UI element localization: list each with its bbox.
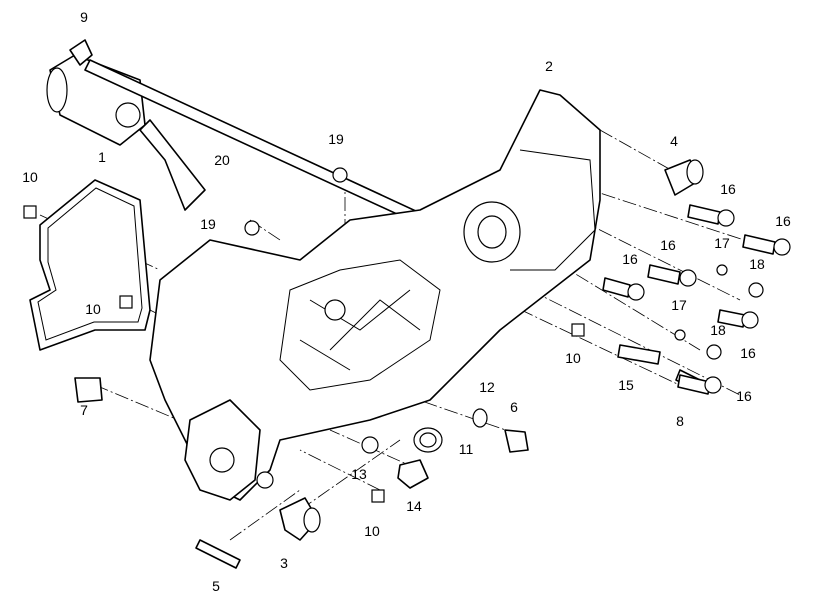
- callout-18: 18: [710, 322, 726, 338]
- callout-17: 17: [671, 297, 687, 313]
- callout-18: 18: [749, 256, 765, 272]
- callout-12: 12: [479, 379, 495, 395]
- callout-14: 14: [406, 498, 422, 514]
- callout-9: 9: [80, 9, 88, 25]
- callout-19: 19: [328, 131, 344, 147]
- callout-3: 3: [280, 555, 288, 571]
- callout-16: 16: [660, 237, 676, 253]
- callout-10: 10: [565, 350, 581, 366]
- callout-13: 13: [351, 466, 367, 482]
- callout-10: 10: [85, 301, 101, 317]
- callout-20: 20: [214, 152, 230, 168]
- callout-8: 8: [676, 413, 684, 429]
- callout-11: 11: [458, 441, 474, 457]
- crankcase: [149, 89, 601, 501]
- callout-17: 17: [714, 235, 730, 251]
- callout-6: 6: [510, 399, 518, 415]
- callout-16: 16: [720, 181, 736, 197]
- bracket: [139, 119, 206, 211]
- callout-1: 1: [98, 149, 106, 165]
- callout-16: 16: [622, 251, 638, 267]
- callout-16: 16: [740, 345, 756, 361]
- callout-15: 15: [618, 377, 634, 393]
- callout-10: 10: [22, 169, 38, 185]
- callout-10: 10: [364, 523, 380, 539]
- callout-4: 4: [670, 133, 678, 149]
- callout-5: 5: [212, 578, 220, 594]
- small-parts: [23, 159, 791, 569]
- callout-2: 2: [545, 58, 553, 74]
- callout-16: 16: [736, 388, 752, 404]
- callout-16: 16: [775, 213, 791, 229]
- callout-19: 19: [200, 216, 216, 232]
- callout-7: 7: [80, 402, 88, 418]
- starter-motor: [46, 39, 146, 146]
